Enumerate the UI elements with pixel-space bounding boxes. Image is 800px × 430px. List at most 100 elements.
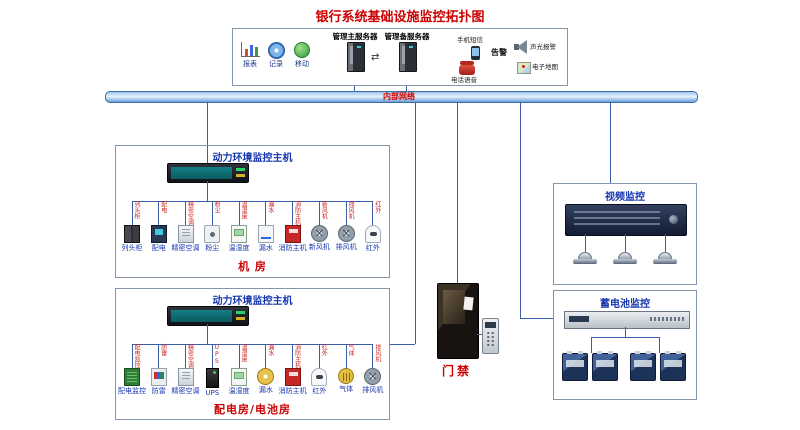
device-icon bbox=[204, 225, 221, 243]
device-item: 列头柜 列头柜 bbox=[119, 201, 145, 252]
device-drop-line bbox=[238, 344, 240, 368]
battery-monitoring-box: 蓄电池监控 bbox=[553, 290, 697, 400]
primary-server-label: 管理主服务器 bbox=[332, 32, 378, 41]
device-drop-line bbox=[372, 344, 374, 368]
device-icon bbox=[364, 368, 382, 385]
room2-host-label: 动力环境监控主机 bbox=[212, 296, 293, 307]
card-reader-icon bbox=[482, 318, 499, 354]
device-label: 防雷 bbox=[151, 387, 166, 395]
device-icon bbox=[231, 225, 248, 243]
room1-device-row: 列头柜 列头柜 配电 配电 精密空调 精密空调 bbox=[119, 201, 386, 252]
connector-line bbox=[591, 337, 592, 353]
device-drop-line bbox=[185, 344, 187, 368]
access-control-cabinet-icon bbox=[437, 283, 479, 359]
device-item: 排风机 排风机 bbox=[333, 201, 359, 252]
management-server-panel: 报表 记录 移动 管理主服务器 ⇄ 管理备服务器 手机短信 电话语音 告警 声光… bbox=[232, 28, 568, 86]
voice-phone-icon bbox=[459, 61, 475, 75]
network-bus bbox=[105, 91, 698, 103]
network-bus-label: 内部网络 bbox=[383, 92, 415, 101]
battery-monitor-icon bbox=[564, 311, 690, 329]
device-item: 红外 红外 bbox=[360, 201, 386, 252]
device-line-label: 配电 bbox=[159, 201, 167, 213]
device-item: 排风机 排风机 bbox=[360, 344, 386, 397]
device-icon bbox=[337, 225, 355, 242]
device-line-label: 新风机 bbox=[320, 201, 328, 219]
device-line-label: 精密空调 bbox=[186, 344, 194, 368]
connector-line bbox=[207, 146, 208, 163]
device-item: 漏水 漏水 bbox=[253, 344, 279, 397]
device-label: 消防主机 bbox=[278, 244, 307, 252]
device-icon bbox=[177, 368, 194, 386]
device-drop-line bbox=[265, 344, 267, 368]
device-item: 精密空调 精密空调 bbox=[171, 344, 200, 397]
device-line-label: 粉尘 bbox=[213, 201, 221, 213]
device-drop-line bbox=[211, 201, 213, 225]
device-drop-line bbox=[345, 201, 347, 225]
primary-server-icon bbox=[347, 42, 365, 72]
device-label: 漏水 bbox=[258, 244, 273, 252]
battery-icon bbox=[592, 351, 618, 381]
device-line-label: 防雷 bbox=[159, 344, 167, 356]
device-drop-line bbox=[158, 201, 160, 225]
device-icon bbox=[124, 368, 140, 386]
machine-room-label: 机 房 bbox=[238, 260, 267, 273]
device-icon bbox=[284, 225, 301, 243]
device-label: 排风机 bbox=[362, 386, 384, 394]
device-item: 配电 配电 bbox=[146, 201, 172, 252]
device-drop-line bbox=[345, 344, 347, 368]
device-item: 消防主机 消防主机 bbox=[279, 344, 307, 397]
connector-line bbox=[457, 102, 458, 283]
device-icon bbox=[150, 368, 167, 386]
device-line-label: 温湿度 bbox=[240, 344, 248, 362]
mobile-icon bbox=[294, 42, 310, 58]
device-item: 红外 红外 bbox=[306, 344, 332, 397]
room1-monitoring-host-icon bbox=[167, 163, 249, 183]
battery-row bbox=[562, 351, 686, 381]
device-line-label: 红外 bbox=[320, 344, 328, 356]
device-icon bbox=[231, 368, 248, 386]
device-label: 列头柜 bbox=[121, 244, 143, 252]
sms-phone-icon bbox=[471, 46, 480, 60]
device-label: 新风机 bbox=[308, 243, 330, 251]
battery-icon bbox=[630, 351, 656, 381]
device-item: 精密空调 精密空调 bbox=[172, 201, 200, 252]
connector-line bbox=[585, 234, 586, 252]
distribution-line bbox=[132, 201, 373, 202]
device-label: 红外 bbox=[365, 244, 380, 252]
sound-light-label: 声光报警 bbox=[530, 43, 556, 51]
device-drop-line bbox=[238, 201, 240, 225]
room1-host-label: 动力环境监控主机 bbox=[212, 153, 293, 164]
device-icon bbox=[124, 225, 140, 243]
dome-camera-icon bbox=[613, 252, 637, 267]
device-label: 温湿度 bbox=[228, 387, 250, 395]
device-line-label: 漏水 bbox=[266, 201, 274, 213]
device-line-label: 红外 bbox=[373, 201, 381, 213]
device-drop-line bbox=[131, 201, 133, 225]
map-label: 电子地图 bbox=[532, 63, 558, 71]
device-line-label: 排风机 bbox=[347, 201, 355, 219]
report-chart-icon bbox=[241, 42, 260, 57]
connector-line bbox=[591, 337, 660, 338]
record-disc-icon bbox=[268, 42, 285, 59]
connector-line bbox=[665, 234, 666, 252]
device-icon bbox=[364, 225, 381, 243]
connector-line bbox=[477, 334, 482, 335]
device-drop-line bbox=[185, 201, 187, 225]
dome-camera-icon bbox=[653, 252, 677, 267]
device-label: 温湿度 bbox=[228, 244, 250, 252]
sms-label: 手机短信 bbox=[457, 36, 483, 44]
power-room-label: 配电房/电池房 bbox=[213, 403, 292, 416]
device-icon bbox=[284, 368, 301, 386]
connector-line bbox=[406, 86, 407, 91]
device-drop-line bbox=[318, 344, 320, 368]
battery-icon bbox=[562, 351, 588, 381]
device-line-label: 消防主机 bbox=[293, 344, 301, 368]
device-item: 消防主机 消防主机 bbox=[278, 201, 307, 252]
device-label: 精密空调 bbox=[171, 387, 200, 395]
device-drop-line bbox=[211, 344, 213, 368]
device-drop-line bbox=[292, 344, 294, 368]
device-item: 粉尘 粉尘 bbox=[199, 201, 225, 252]
connector-line bbox=[520, 102, 521, 318]
machine-room-box: 动力环境监控主机 列头柜 列头柜 配电 配电 bbox=[115, 145, 390, 278]
